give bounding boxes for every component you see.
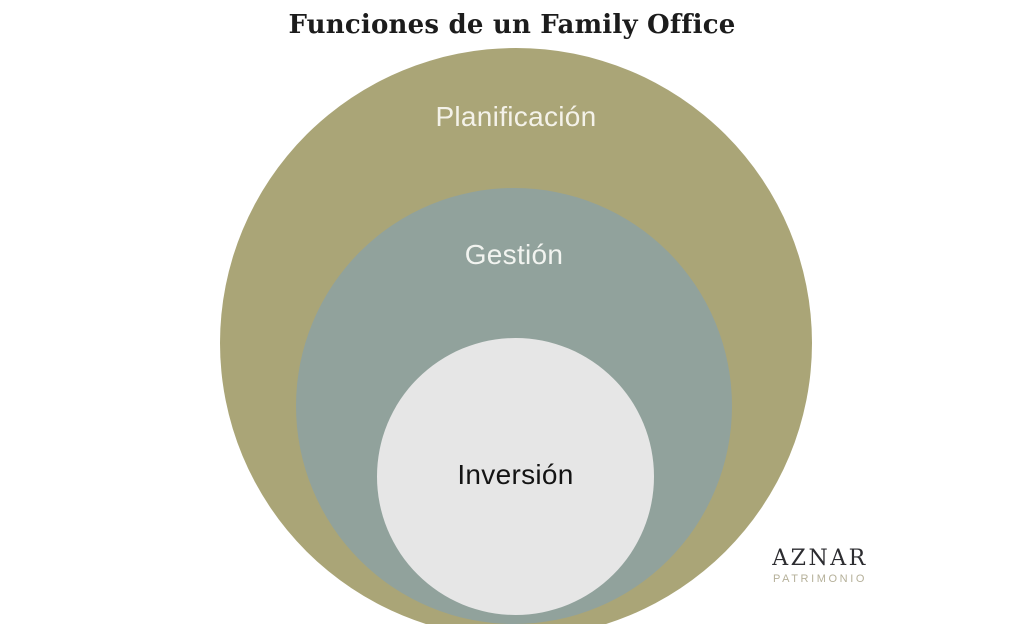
logo-name-text: AZNAR: [772, 546, 868, 571]
page-title: Funciones de un Family Office: [288, 10, 736, 40]
circle-gestion-label: Gestión: [464, 239, 564, 270]
circle-planificacion-label: Planificación: [435, 101, 597, 132]
aznar-patrimonio-logo: AZNAR PATRIMONIO: [765, 546, 875, 587]
logo-subtitle-text: PATRIMONIO: [772, 573, 868, 585]
circle-inversion-label: Inversión: [457, 459, 574, 490]
circle-inversion: Inversión: [377, 338, 654, 615]
